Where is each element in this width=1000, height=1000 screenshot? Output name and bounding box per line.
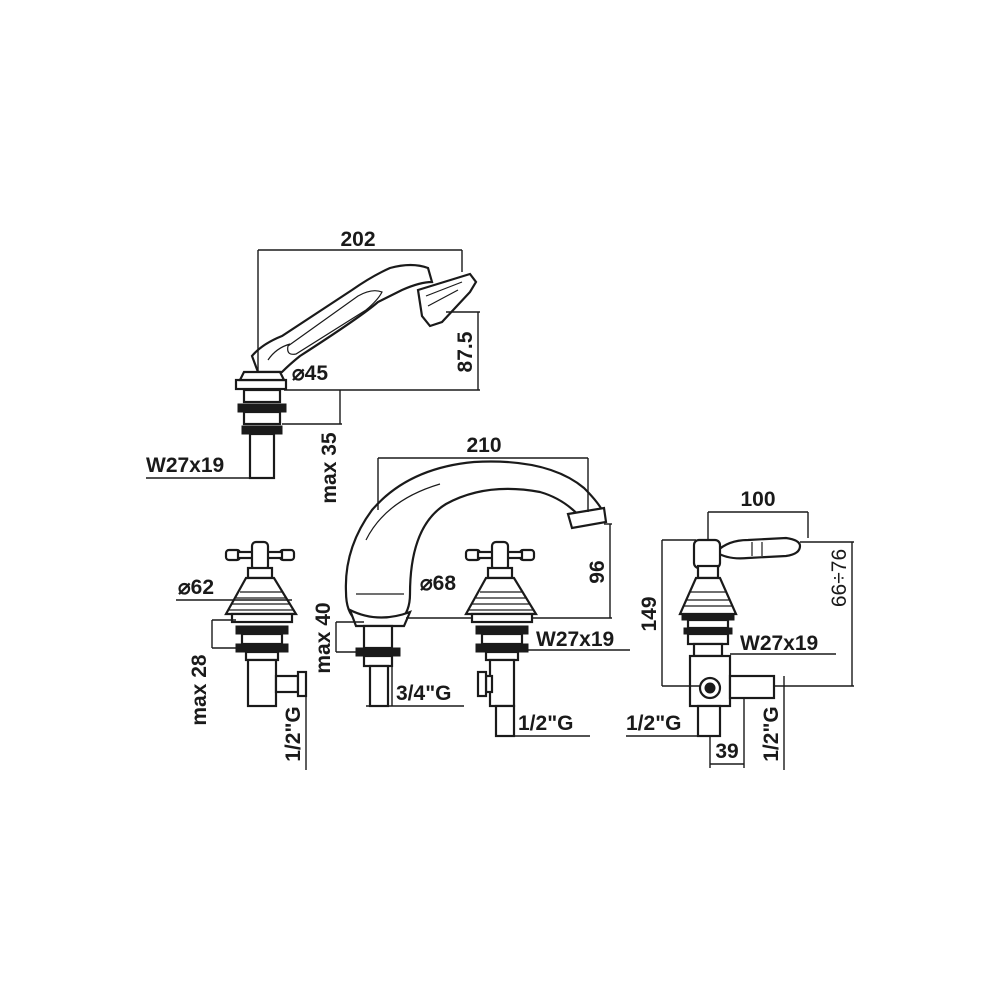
- dim-shower-height: 87.5: [284, 311, 480, 391]
- label-shower-max-depth: max 35: [318, 432, 341, 504]
- dim-left-valve-diameter: ⌀62: [176, 576, 292, 601]
- dim-left-valve-connection: 1/2"G: [282, 684, 307, 770]
- dim-spout-connection: 3/4"G: [366, 666, 464, 707]
- label-spout-max-depth: max 40: [312, 602, 335, 673]
- dim-right-valve-connection: 1/2"G: [513, 706, 590, 737]
- dim-diverter-range: 66÷76: [774, 541, 854, 687]
- label-left-valve-diameter: ⌀62: [178, 576, 214, 599]
- label-left-valve-connection: 1/2"G: [282, 706, 305, 761]
- label-spout-height: 96: [586, 560, 609, 583]
- dim-diverter-connection-right: 1/2"G: [760, 676, 785, 770]
- label-diverter-range: 66÷76: [828, 549, 851, 607]
- label-spout-diameter: ⌀68: [420, 572, 456, 595]
- label-right-valve-connection: 1/2"G: [518, 712, 573, 735]
- hand-shower: [234, 263, 478, 480]
- label-spout-width: 210: [466, 434, 501, 457]
- label-diverter-offset: 39: [715, 740, 738, 763]
- dim-left-valve-max-depth: max 28: [188, 619, 236, 726]
- label-diverter-height: 149: [638, 596, 661, 631]
- label-diverter-connection-left: 1/2"G: [626, 712, 681, 735]
- dim-shower-thread: W27x19: [146, 454, 274, 479]
- dim-diverter-connection-left: 1/2"G: [626, 712, 720, 737]
- label-right-valve-thread: W27x19: [536, 628, 614, 651]
- dim-shower-width: 202: [257, 228, 463, 372]
- dim-right-valve-thread: W27x19: [518, 628, 630, 651]
- right-cross-valve: [464, 540, 538, 738]
- label-shower-thread: W27x19: [146, 454, 224, 477]
- left-cross-valve: [224, 540, 308, 708]
- label-diverter-connection-right: 1/2"G: [760, 706, 783, 761]
- dim-diverter-offset: 39: [709, 698, 745, 768]
- dim-spout-width: 210: [377, 434, 589, 512]
- dim-shower-max-depth: max 35: [282, 390, 342, 504]
- label-shower-diameter: ⌀45: [292, 362, 328, 385]
- dim-diverter-height: 149: [638, 539, 700, 687]
- label-left-valve-max-depth: max 28: [188, 654, 211, 726]
- dim-diverter-width: 100: [707, 488, 809, 540]
- diverter-lever: [678, 536, 802, 738]
- label-shower-width: 202: [340, 228, 375, 251]
- dim-diverter-thread: W27x19: [730, 632, 836, 655]
- label-spout-connection: 3/4"G: [396, 682, 451, 705]
- label-diverter-thread: W27x19: [740, 632, 818, 655]
- bath-spout: [344, 460, 608, 708]
- label-shower-height: 87.5: [454, 331, 477, 372]
- label-diverter-width: 100: [740, 488, 775, 511]
- dim-spout-max-depth: max 40: [312, 602, 364, 674]
